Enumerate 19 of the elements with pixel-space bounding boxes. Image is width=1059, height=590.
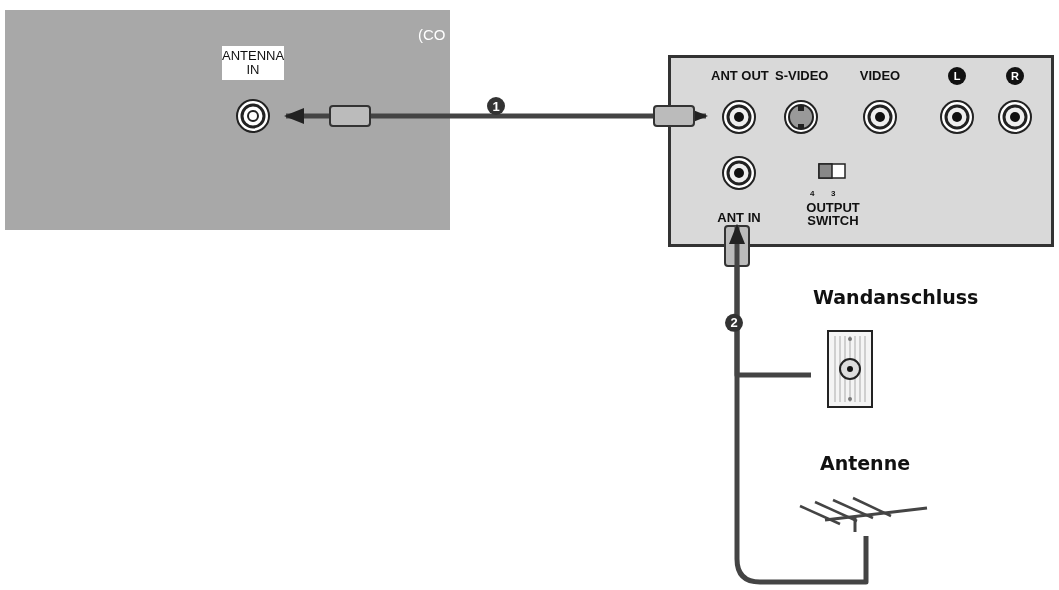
tv-back-panel [5,10,450,230]
coaxial-cable [284,105,708,127]
coaxial-cable [729,224,869,585]
place-label: Antenne [818,452,912,474]
port-label: ANTENNA IN [222,46,284,80]
cut-off-text: (CO [418,28,446,41]
port-label: ANT OUT [711,69,767,82]
switch-position: 4 [810,188,815,200]
callout-number: 2 [725,313,743,332]
channel-label: R [1006,67,1024,85]
switch-label: OUTPUT SWITCH [805,201,861,227]
port-label: ANT IN [716,211,762,224]
channel-label: L [948,67,966,85]
vcr-back-panel [668,55,1054,247]
callout-number: 1 [487,97,505,115]
place-label: Wandanschluss [813,286,980,308]
port-label: S-VIDEO [775,69,827,82]
port-label: VIDEO [858,69,902,82]
switch-position: 3 [831,188,836,200]
